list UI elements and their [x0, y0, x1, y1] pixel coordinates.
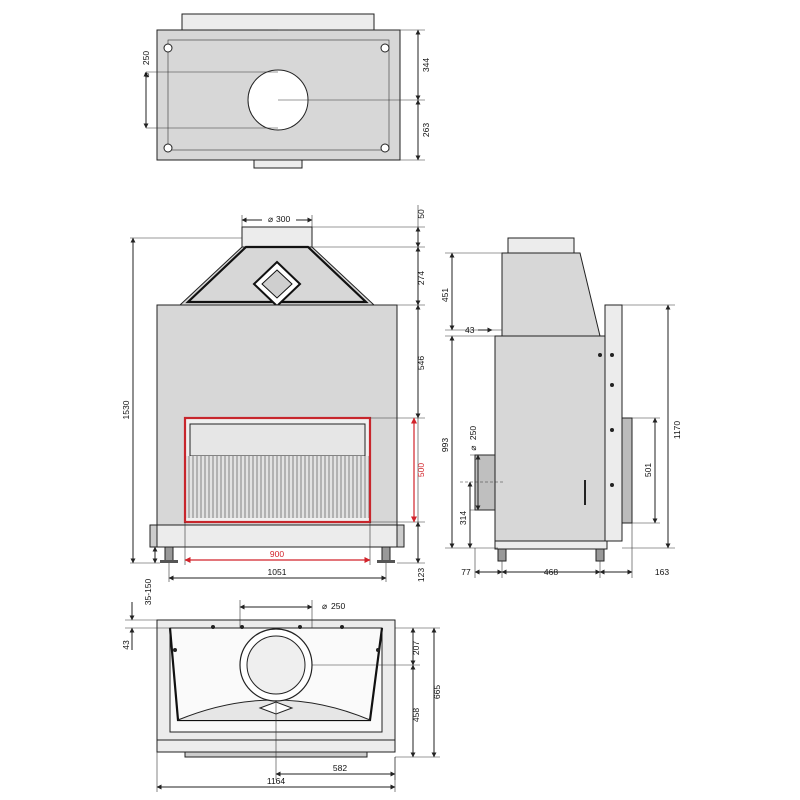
- side-body: [494, 335, 608, 542]
- top-view: 250 ⌀ 344 263: [141, 13, 431, 169]
- diameter-icon: ⌀: [268, 214, 274, 224]
- side-dim-77: 77: [461, 567, 471, 577]
- firebox-window: [189, 423, 366, 457]
- foot-icon: [160, 560, 178, 563]
- front-dim-500: 500: [416, 463, 426, 477]
- bolt-icon: [380, 43, 390, 53]
- front-dim-123: 123: [416, 568, 426, 582]
- top-dim-263: 263: [421, 123, 431, 137]
- side-base: [494, 540, 608, 550]
- front-dim-274: 274: [416, 271, 426, 285]
- bolt-icon: [163, 43, 173, 53]
- side-front-panel: [604, 304, 623, 542]
- top-view-inner: [167, 39, 390, 151]
- plan-dim-1164: 1164: [267, 776, 286, 786]
- top-view-outlet: [253, 159, 303, 169]
- front-dim-900: 900: [270, 549, 284, 559]
- plan-dim-207: 207: [411, 641, 421, 655]
- bolt-icon: [240, 625, 244, 629]
- bolt-icon: [211, 625, 215, 629]
- firebox-grate: [186, 456, 369, 518]
- bolt-icon: [163, 143, 173, 153]
- side-dim-501: 501: [643, 463, 653, 477]
- front-base-left: [149, 524, 158, 548]
- plan-view: ⌀ 250 43 207 665 458 582 1164: [121, 600, 442, 792]
- side-dim-314: 314: [458, 511, 468, 525]
- plan-dim-458: 458: [411, 708, 421, 722]
- plan-dim-582: 582: [333, 763, 347, 773]
- diameter-icon: ⌀: [141, 72, 151, 78]
- side-door: [621, 417, 633, 524]
- firebox-outline: [183, 416, 372, 524]
- front-flue-collar: [241, 226, 313, 248]
- diameter-icon: ⌀: [468, 445, 478, 451]
- side-flue-collar: [507, 237, 575, 254]
- side-dim-250: 250: [468, 426, 478, 440]
- label-bg: [262, 213, 296, 224]
- diameter-icon: ⌀: [322, 601, 328, 611]
- bolt-icon: [380, 143, 390, 153]
- foot-icon: [377, 560, 395, 563]
- front-base: [156, 524, 398, 548]
- bolt-icon: [298, 625, 302, 629]
- front-base-right: [396, 524, 405, 548]
- foot-icon: [164, 546, 174, 562]
- plan-dim-43: 43: [121, 640, 131, 650]
- side-dim-451: 451: [440, 288, 450, 302]
- side-dim-468: 468: [544, 567, 558, 577]
- plan-diameter-label: 250: [331, 601, 345, 611]
- bolt-icon: [376, 648, 380, 652]
- plan-flue-inner: [246, 635, 306, 695]
- front-dim-1051: 1051: [268, 567, 287, 577]
- bolt-icon: [610, 353, 614, 357]
- front-dim-546: 546: [416, 356, 426, 370]
- front-dim-feet: 35-150: [143, 578, 153, 605]
- bolt-icon: [598, 353, 602, 357]
- bolt-icon: [610, 428, 614, 432]
- bolt-icon: [610, 483, 614, 487]
- diamond-icon-inner: [261, 269, 293, 299]
- front-dim-1530: 1530: [121, 400, 131, 419]
- side-dim-993: 993: [440, 438, 450, 452]
- top-dim-344: 344: [421, 58, 431, 72]
- top-view-collar: [181, 13, 375, 31]
- side-dim-163: 163: [655, 567, 669, 577]
- bolt-icon: [340, 625, 344, 629]
- front-diameter-label: 300: [276, 214, 290, 224]
- side-dim-43: 43: [465, 325, 475, 335]
- foot-icon: [381, 546, 391, 562]
- label-bg: [318, 600, 350, 611]
- side-dim-1170: 1170: [672, 421, 682, 440]
- bolt-icon: [610, 383, 614, 387]
- front-hood-outline: [185, 245, 369, 304]
- foot-icon: [497, 548, 507, 562]
- front-view: ⌀ 300 1530 35-150 50 274 546 500 123 900: [121, 205, 426, 605]
- front-dim-50: 50: [416, 209, 426, 219]
- bolt-icon: [173, 648, 177, 652]
- foot-icon: [595, 548, 605, 562]
- side-hood: [501, 252, 601, 337]
- side-view: 451 43 993 250 ⌀ 314 501 1170 77 468 163: [440, 237, 682, 578]
- plan-dim-665: 665: [432, 685, 442, 699]
- top-diameter-label: 250: [141, 51, 151, 65]
